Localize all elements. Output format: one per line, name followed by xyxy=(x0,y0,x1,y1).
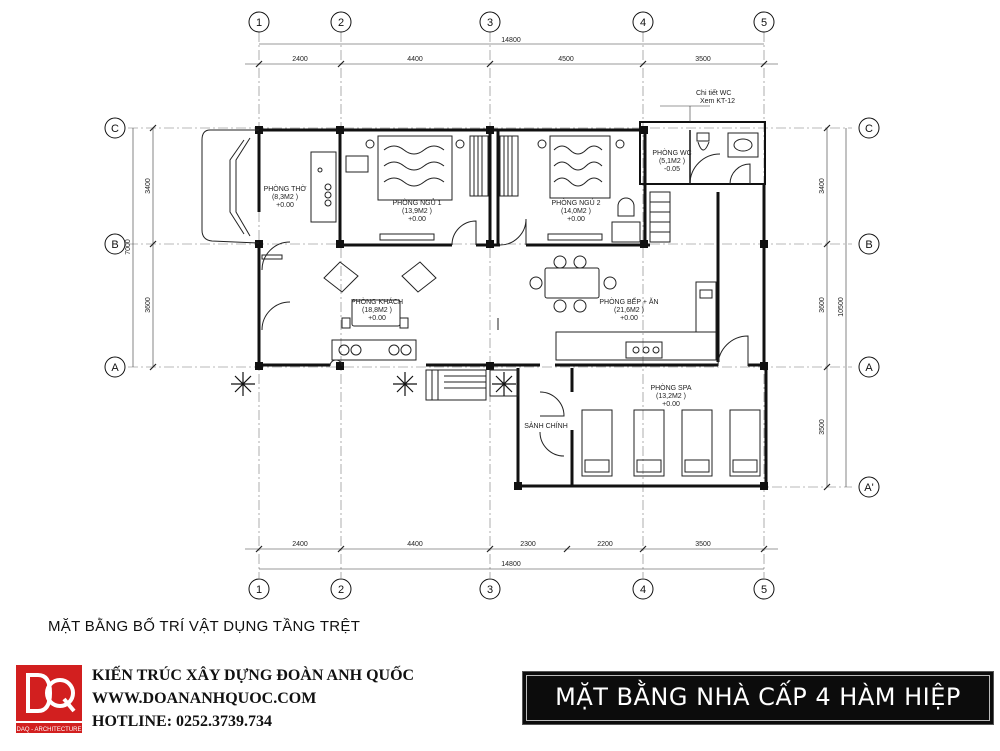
spa-beds xyxy=(539,391,761,477)
dimension-total-bottom: 14800 xyxy=(501,561,521,568)
room-area: (21,6M2 ) xyxy=(614,307,644,314)
room-name: PHÒNG NGỦ 2 xyxy=(551,198,600,207)
room-area: (8,3M2 ) xyxy=(272,194,298,201)
dimension-right: 3600 xyxy=(819,297,826,313)
grid-bubbles-sides xyxy=(104,117,880,498)
dimension-right: 3400 xyxy=(819,178,826,194)
grid-label-bottom: 5 xyxy=(761,584,767,596)
dimension-left: 3400 xyxy=(145,178,152,194)
room-level: +0.00 xyxy=(368,315,386,322)
grid-label-right: A' xyxy=(864,482,873,494)
grid-label-bottom: 3 xyxy=(487,584,493,596)
dimension-ticks xyxy=(149,60,831,553)
dimension-top: 4400 xyxy=(407,56,423,63)
wc-note: Xem KT-12 xyxy=(700,98,735,105)
room-name: PHÒNG KHÁCH xyxy=(351,297,403,306)
drawing-caption: MẶT BẰNG BỐ TRÍ VẬT DỤNG TẦNG TRỆT xyxy=(48,618,361,635)
room-level: +0.00 xyxy=(408,216,426,223)
title-banner: MẶT BẰNG NHÀ CẤP 4 HÀM HIỆP xyxy=(522,671,994,725)
grid-label-right: C xyxy=(865,123,873,135)
dimension-left: 3600 xyxy=(145,297,152,313)
room-level: +0.00 xyxy=(567,216,585,223)
grid-label-right: A xyxy=(865,362,873,374)
dimension-total-right: 10500 xyxy=(838,297,845,317)
dimension-right: 3500 xyxy=(819,419,826,435)
room-name: PHÒNG BẾP + ĂN xyxy=(599,296,658,306)
dimension-top: 3500 xyxy=(695,56,711,63)
bedroom-2-furniture xyxy=(537,135,641,243)
dimension-total-left: 7000 xyxy=(125,239,132,255)
dimension-bottom: 2300 xyxy=(520,541,536,548)
room-name: PHÒNG NGỦ 1 xyxy=(392,198,441,207)
grid-label-left: A xyxy=(111,362,119,374)
room-level: +0.00 xyxy=(276,202,294,209)
room-area: (14,0M2 ) xyxy=(561,208,591,215)
room-area: (13,2M2 ) xyxy=(656,393,686,400)
dining-furniture xyxy=(529,191,749,367)
room-level: +0.00 xyxy=(662,401,680,408)
grid-label-top: 3 xyxy=(487,17,493,29)
grid-bubbles-top xyxy=(248,11,775,33)
company-hotline[interactable]: HOTLINE: 0252.3739.734 xyxy=(92,713,273,730)
grid-label-right: B xyxy=(865,239,872,251)
room-area: (18,8M2 ) xyxy=(362,307,392,314)
grid-label-top: 1 xyxy=(256,17,262,29)
dimension-bottom: 4400 xyxy=(407,541,423,548)
company-logo: DAQ - ARCHITECTURE xyxy=(16,665,82,733)
grid-label-top: 4 xyxy=(640,17,646,29)
grid-label-left: C xyxy=(111,123,119,135)
bedroom-1-furniture xyxy=(345,135,527,246)
room-level: +0.00 xyxy=(620,315,638,322)
bay-window xyxy=(201,129,260,244)
company-website[interactable]: WWW.DOANANHQUOC.COM xyxy=(92,690,317,707)
room-name: PHÒNG WC xyxy=(652,148,691,157)
room-level: -0.05 xyxy=(664,166,680,173)
wc-fixtures xyxy=(689,132,759,185)
floor-plan-drawing: 1 2 3 4 5 1 2 3 4 5 C B A C B A A' xyxy=(104,11,880,600)
logo-text: DAQ - ARCHITECTURE xyxy=(16,727,81,733)
dimension-bottom: 3500 xyxy=(695,541,711,548)
grid-label-bottom: 4 xyxy=(640,584,646,596)
plant-icon xyxy=(231,372,516,396)
dimension-bottom: 2400 xyxy=(292,541,308,548)
wc-note-leader xyxy=(660,105,710,122)
dimension-bottom: 2200 xyxy=(597,541,613,548)
altar-furniture xyxy=(310,151,337,223)
room-area: (13,9M2 ) xyxy=(402,208,432,215)
living-furniture xyxy=(261,241,499,367)
dimension-lines xyxy=(132,43,847,570)
dimension-top: 2400 xyxy=(292,56,308,63)
grid-label-bottom: 1 xyxy=(256,584,262,596)
grid-label-bottom: 2 xyxy=(338,584,344,596)
company-name: KIẾN TRÚC XÂY DỰNG ĐOÀN ANH QUỐC xyxy=(92,667,415,684)
grid-label-top: 5 xyxy=(761,17,767,29)
room-name: SẢNH CHÍNH xyxy=(524,421,568,430)
grid-lines xyxy=(128,32,852,578)
dimension-total-top: 14800 xyxy=(501,37,521,44)
room-area: (5,1M2 ) xyxy=(659,158,685,165)
grid-label-top: 2 xyxy=(338,17,344,29)
grid-bubbles-bottom xyxy=(248,578,775,600)
dimension-top: 4500 xyxy=(558,56,574,63)
company-info: KIẾN TRÚC XÂY DỰNG ĐOÀN ANH QUỐC WWW.DOA… xyxy=(92,664,414,733)
grid-label-left: B xyxy=(111,239,118,251)
wc-note: Chi tiết WC xyxy=(696,88,731,97)
room-name: PHÒNG THỜ xyxy=(264,184,307,193)
room-name: PHÒNG SPA xyxy=(650,383,691,392)
banner-title: MẶT BẰNG NHÀ CẤP 4 HÀM HIỆP xyxy=(555,683,961,711)
